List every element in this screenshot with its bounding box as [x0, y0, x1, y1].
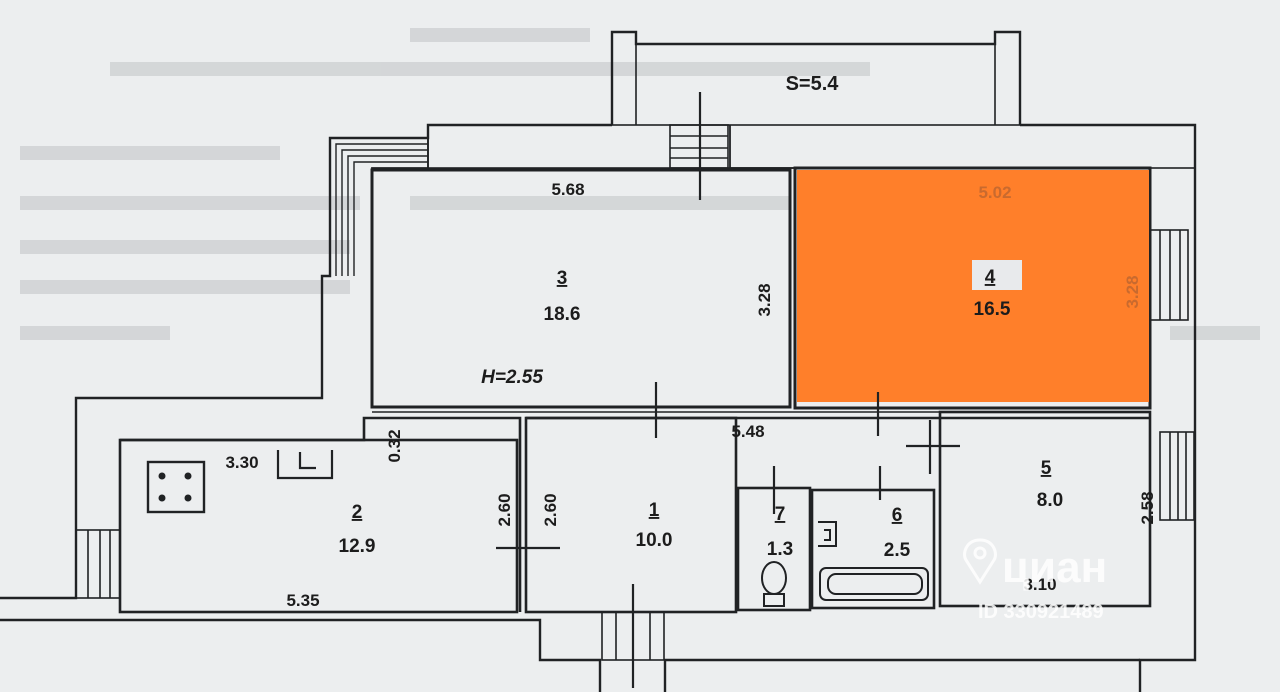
bathtub-icon — [819, 567, 929, 601]
room-6-number: 6 — [892, 505, 903, 526]
dim-hall-depth: 2.60 — [541, 493, 560, 526]
dim-room4-width: 5.02 — [978, 183, 1011, 202]
balcony-wall — [610, 30, 1022, 125]
kitchen-top-wall — [120, 416, 522, 612]
door-marks — [496, 92, 960, 688]
room-5-number: 5 — [1041, 458, 1052, 479]
outer-wall-bottom — [0, 618, 1140, 692]
sink-icon — [276, 450, 334, 480]
watermark-id: ID 330921489 — [978, 601, 1104, 623]
dim-room3-depth: 3.28 — [755, 283, 774, 316]
lower-walls — [118, 410, 1152, 614]
top-band — [427, 124, 1196, 169]
dim-room5-depth: 2.58 — [1138, 491, 1157, 524]
watermark: циан ID 330921489 — [963, 538, 1107, 623]
room-2-area: 12.9 — [339, 536, 376, 557]
dim-kitchen-top: 3.30 — [225, 453, 258, 472]
room-2-label: 2 12.9 — [339, 502, 376, 557]
room-2-number: 2 — [352, 502, 363, 523]
room-4-label-patch — [972, 260, 1022, 290]
dim-hall-width: 5.48 — [731, 422, 764, 441]
inner-wall-top — [371, 125, 1150, 170]
room-1-area: 10.0 — [636, 530, 673, 551]
room-3-number: 3 — [557, 268, 568, 289]
dim-room3-width: 5.68 — [551, 180, 584, 199]
room-5-area: 8.0 — [1037, 490, 1063, 511]
location-pin-icon — [963, 538, 997, 585]
room-2-outline — [118, 438, 519, 614]
room-1-label: 1 10.0 — [636, 500, 673, 551]
window-left — [75, 529, 121, 599]
windows — [75, 124, 1195, 661]
room-4-area: 16.5 — [974, 299, 1011, 320]
window-right-bottom — [1159, 431, 1195, 521]
toilet-icon — [761, 561, 787, 607]
dim-room4-depth: 3.28 — [1123, 275, 1142, 308]
dim-kitchen-depth: 2.60 — [495, 493, 514, 526]
background-document-text — [20, 28, 1260, 340]
room-6-area: 2.5 — [884, 540, 911, 561]
window-right-top — [1149, 229, 1189, 321]
room-3-label: 3 18.6 — [544, 268, 581, 325]
left-steps — [335, 143, 428, 276]
room-6-label: 6 2.5 — [884, 505, 911, 561]
stove-icon — [146, 460, 206, 514]
room-4-number: 4 — [985, 267, 996, 288]
room-4-label: 4 16.5 — [974, 267, 1011, 320]
washbasin-icon — [818, 521, 837, 547]
room-3-area: 18.6 — [544, 304, 581, 325]
ceiling-height-note: H=2.55 — [481, 367, 543, 388]
room-7-number: 7 — [775, 504, 786, 525]
watermark-brand: циан — [1002, 543, 1107, 592]
balcony-inner — [635, 44, 996, 125]
dim-room5-width: 3.10 — [1023, 575, 1056, 594]
room-3-outline — [370, 168, 792, 409]
room-1-number: 1 — [649, 500, 660, 521]
dim-kitchen-width: 5.35 — [286, 591, 319, 610]
balcony-area-label: S=5.4 — [786, 73, 840, 95]
dim-kitchen-niche: 0.32 — [385, 429, 404, 462]
room-5-label: 5 8.0 — [1037, 458, 1063, 511]
room-6-outline — [810, 488, 936, 610]
room-7-area: 1.3 — [767, 539, 793, 560]
room-7-label: 7 1.3 — [767, 504, 793, 560]
